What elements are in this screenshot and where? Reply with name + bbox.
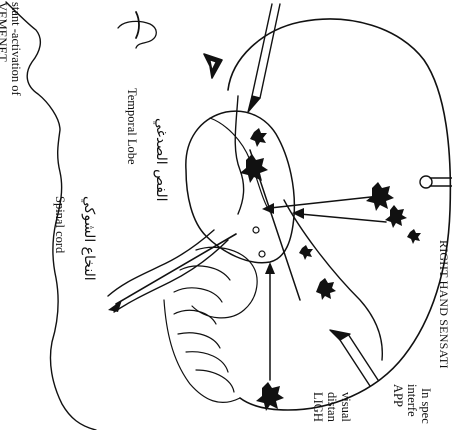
temporal-lobe-arabic-label: الفص الصدغي xyxy=(153,118,169,202)
activation-spots xyxy=(240,128,421,411)
right-note-line-2: interfe xyxy=(405,384,419,417)
ear-outline xyxy=(117,20,157,49)
spinal-cord-arrowhead xyxy=(108,300,122,312)
sensory-pathway-right xyxy=(283,199,383,361)
electrode-right xyxy=(419,175,452,189)
spinal-cord-english-label: Spinal cord xyxy=(53,196,67,254)
skull-lower-edge xyxy=(234,95,245,215)
skull-outline xyxy=(227,18,452,411)
spinal-cord-arabic-label: النخاع الشوكي xyxy=(81,196,97,281)
face-profile-outline xyxy=(5,1,97,430)
right-note-line-5: distan xyxy=(325,392,339,422)
pathway-arrows xyxy=(249,149,387,381)
electrode-bottom xyxy=(329,329,379,387)
cerebellum-folds xyxy=(163,246,258,403)
eye-mark-inner xyxy=(209,59,217,71)
junction-marks xyxy=(252,226,266,258)
top-left-caption-line-1: stant -activation of xyxy=(9,2,23,96)
right-note-line-4: visual xyxy=(339,392,353,422)
right-note-line-1: In spec xyxy=(419,388,433,424)
spinal-cord-arrow xyxy=(115,233,237,305)
electrode-top xyxy=(247,3,281,113)
temporal-lobe-english-label: Temporal Lobe xyxy=(125,88,139,165)
right-hand-sensation-caption: RIGHT HAND SENSATI xyxy=(437,240,451,369)
right-note-line-3: APP xyxy=(391,384,405,407)
brow-mark xyxy=(135,11,140,39)
spinal-cord-right-edge xyxy=(113,239,229,313)
top-left-caption-line-2: VEMENET xyxy=(0,2,9,62)
spinal-cord-left-edge xyxy=(107,229,215,297)
right-note-line-6: LIGH xyxy=(311,392,325,422)
